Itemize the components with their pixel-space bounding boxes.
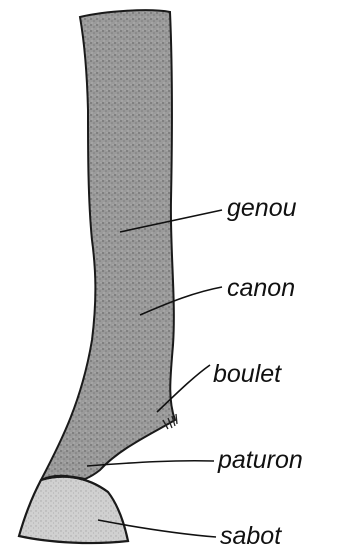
label-canon: canon: [227, 274, 295, 302]
leg-shape: [41, 10, 175, 480]
label-sabot: sabot: [220, 522, 282, 550]
label-genou: genou: [227, 194, 297, 222]
label-boulet: boulet: [213, 360, 282, 388]
label-paturon: paturon: [217, 446, 303, 474]
hoof-shape: [19, 477, 128, 543]
